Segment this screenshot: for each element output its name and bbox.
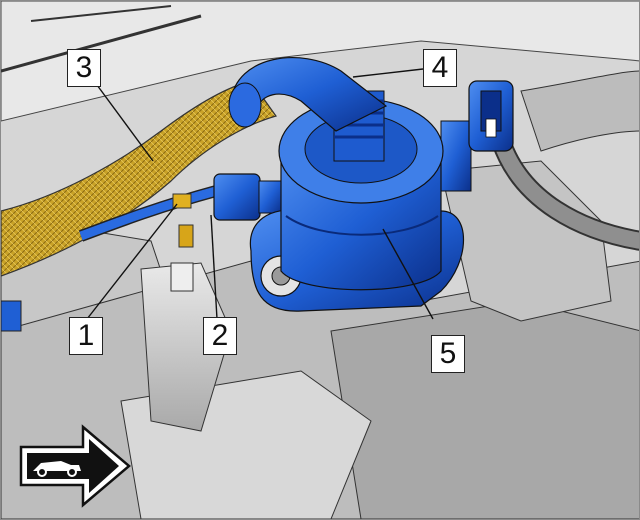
callout-1: 1 <box>69 317 103 355</box>
fuel-pipe <box>78 173 282 248</box>
callout-5: 5 <box>431 335 465 373</box>
direction-arrow-icon <box>19 424 131 508</box>
callout-2: 2 <box>203 317 237 355</box>
callout-3: 3 <box>67 49 101 87</box>
car-icon <box>33 461 81 477</box>
outlet-elbow <box>228 57 388 162</box>
electrical-connector <box>468 80 514 152</box>
callout-4: 4 <box>423 49 457 87</box>
leader-lines <box>86 68 434 320</box>
